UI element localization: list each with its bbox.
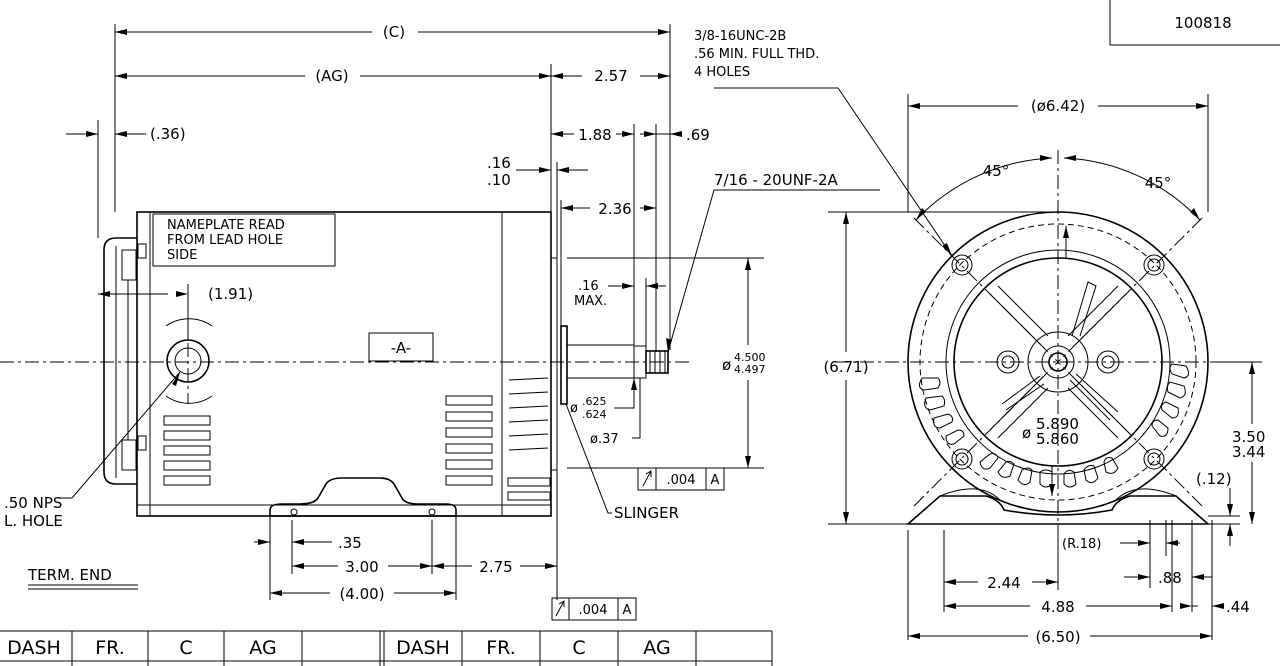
term-end: TERM. END [27, 566, 112, 584]
side-view: NAMEPLATE READ FROM LEAD HOLE SIDE -A- [0, 23, 880, 621]
drawing-number: 100818 [1174, 14, 1231, 32]
thread-note-line3: 4 HOLES [694, 65, 750, 80]
table-left-header-c: C [179, 637, 192, 659]
table-left-header-fr: FR. [95, 637, 125, 659]
datum-a: -A- [391, 339, 411, 357]
shaft-dia-symbol: ø [722, 356, 731, 374]
shaft-thread [645, 350, 669, 374]
dim-4-00: (4.00) [339, 585, 384, 603]
bracket-spokes [989, 281, 1127, 439]
dim-6-42: (ø6.42) [1031, 97, 1085, 115]
dim-3-00: 3.00 [345, 558, 378, 576]
dim-4-88: 4.88 [1041, 598, 1074, 616]
shaft-624: .624 [582, 408, 607, 421]
thread-note-line1: 3/8-16UNC-2B [694, 29, 786, 44]
dim-r18: (R.18) [1062, 537, 1101, 552]
dim-2-44: 2.44 [987, 574, 1020, 592]
slinger-label: SLINGER [614, 504, 679, 522]
table-right-header-c: C [572, 637, 585, 659]
dim-36: (.36) [150, 125, 186, 143]
dim-1-88: 1.88 [578, 126, 611, 144]
dim-10: .10 [487, 171, 511, 189]
tol-value-lower: .004 [579, 603, 608, 618]
dim-2-75: 2.75 [479, 558, 512, 576]
tolerance-frame-upper: .004 A [637, 467, 725, 491]
dia-37: ø.37 [590, 432, 619, 447]
pilot-dia-symbol: ø [1022, 424, 1031, 442]
dim-69: .69 [686, 126, 710, 144]
dim-44: .44 [1226, 598, 1250, 616]
dash-table: DASH FR. C AG DASH FR. C AG [0, 630, 773, 666]
tol-value-upper: .004 [667, 473, 696, 488]
dim-1-91: (1.91) [208, 285, 253, 303]
table-right-header-fr: FR. [486, 637, 516, 659]
table-left-header-ag: AG [249, 637, 276, 659]
dia-5-860: 5.860 [1036, 430, 1079, 448]
dim-2-57: 2.57 [594, 67, 627, 85]
table-left-header-dash: DASH [7, 637, 61, 659]
tapped-holes [951, 254, 1165, 470]
end-view: 3/8-16UNC-2B .56 MIN. FULL THD. 4 HOLES … [694, 29, 1265, 646]
lead-hole-line2: L. HOLE [4, 512, 63, 530]
table-right-header-ag: AG [643, 637, 670, 659]
table-right-header-dash: DASH [396, 637, 450, 659]
shaft-dia-bottom: 4.497 [734, 363, 766, 376]
shaft-625: .625 [582, 395, 607, 408]
vent-slots-left [163, 415, 211, 486]
dim-2-36: 2.36 [598, 200, 631, 218]
vent-slots-right [445, 377, 551, 501]
dim-6-50: (6.50) [1035, 628, 1080, 646]
mounting-base [269, 477, 457, 517]
tolerance-frame-lower: .004 A [551, 597, 637, 621]
angle-right: 45° [1145, 174, 1172, 192]
dim-12: (.12) [1196, 470, 1232, 488]
tol-datum-upper: A [711, 473, 720, 488]
shaft-dia-top: 4.500 [734, 351, 766, 364]
dim-16-top: .16 [487, 154, 511, 172]
end-base [905, 495, 1211, 525]
dim-88: .88 [1158, 569, 1182, 587]
max-label: MAX. [574, 294, 607, 309]
title-block: 100818 [1109, 0, 1280, 46]
lead-hole-line1: .50 NPS [4, 494, 62, 512]
dia-5-890: 5.890 [1036, 415, 1079, 433]
angle-left: 45° [983, 162, 1010, 180]
thread-716: 7/16 - 20UNF-2A [714, 171, 839, 189]
dim-6-71: (6.71) [823, 358, 868, 376]
dim-16-max: .16 [578, 279, 599, 294]
shaft-dia-small-symbol: ø [570, 401, 578, 416]
dim-3-50: 3.50 [1232, 428, 1265, 446]
nameplate-line3: SIDE [167, 248, 197, 263]
tol-datum-lower: A [623, 603, 632, 618]
dim-c: (C) [383, 23, 405, 41]
dim-3-44: 3.44 [1232, 443, 1265, 461]
nameplate-line1: NAMEPLATE READ [167, 218, 285, 233]
dim-ag: (AG) [315, 67, 348, 85]
thread-note-line2: .56 MIN. FULL THD. [694, 47, 819, 62]
vent-fins [918, 363, 1190, 488]
nameplate-line2: FROM LEAD HOLE [167, 233, 283, 248]
dim-35: .35 [338, 534, 362, 552]
